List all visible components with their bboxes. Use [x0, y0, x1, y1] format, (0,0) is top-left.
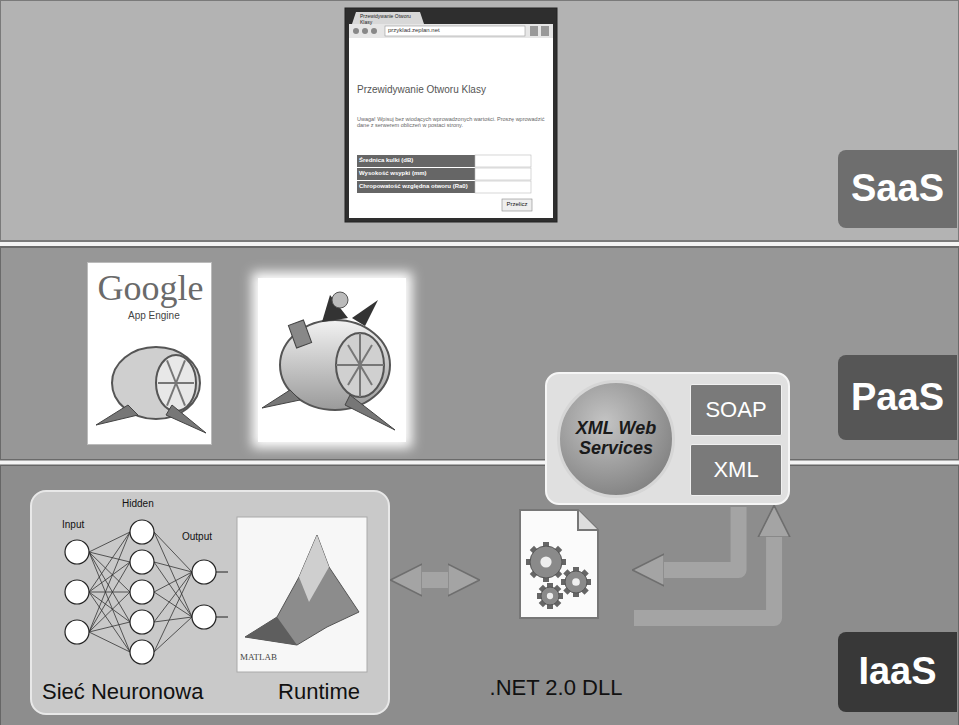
- screenshot-text: Uwaga! Wpisuj bez wiodących wprowadzonyc…: [357, 116, 547, 129]
- layer-label: IaaS: [838, 632, 957, 712]
- screenshot-text: Wysokość wsypki (mm): [359, 170, 473, 177]
- layer-label-text: IaaS: [838, 632, 957, 712]
- layer-label: SaaS: [838, 150, 957, 228]
- iaas-band: [0, 465, 959, 725]
- protocol-box-text: SOAP: [691, 385, 781, 435]
- app-engine-card-text: Google: [92, 269, 209, 309]
- dll-component: .NET 2.0 DLL: [480, 500, 632, 715]
- web-services-panel: XML Web Services SOAP XML: [545, 372, 790, 505]
- protocol-box: XML: [690, 444, 782, 496]
- mascot-icon: [252, 272, 412, 448]
- runtime-panel: Sieć Neuronowa Runtime: [30, 490, 390, 715]
- flow-arrow: [658, 507, 739, 570]
- app-engine-card-text: App Engine: [128, 310, 208, 321]
- flow-arrow: [634, 531, 774, 618]
- layer-label-text: PaaS: [838, 355, 957, 440]
- screenshot-text: Średnica kulki (dB): [359, 157, 473, 164]
- runtime-panel-text: Runtime: [254, 680, 384, 704]
- screenshot-text: Przewidywanie Otworu Klasy: [360, 14, 420, 26]
- layer-label: PaaS: [838, 355, 957, 440]
- browser-screenshot: [345, 8, 557, 222]
- runtime-panel-text: Sieć Neuronowa: [42, 680, 247, 704]
- screenshot-text: Przelicz: [503, 201, 531, 208]
- band-separator: [0, 461, 959, 465]
- paas-band: [0, 247, 959, 460]
- flow-arrow: [416, 572, 454, 588]
- screenshot-text: Chropowatość względna otworu (Ra0): [359, 183, 473, 190]
- dll-component-text: .NET 2.0 DLL: [480, 676, 632, 700]
- protocol-box: SOAP: [690, 384, 782, 436]
- app-engine-card: GoogleApp Engine: [87, 262, 212, 445]
- band-separator: [0, 242, 959, 246]
- layer-label-text: SaaS: [838, 150, 957, 228]
- protocol-box-text: XML: [691, 445, 781, 495]
- screenshot-text: przyklad.zeplan.net: [388, 27, 518, 34]
- web-services-circle: XML Web Services: [557, 380, 675, 498]
- web-services-circle-text: XML Web Services: [560, 383, 672, 495]
- screenshot-text: Przewidywanie Otworu Klasy: [357, 84, 547, 96]
- saas-band: [0, 0, 959, 241]
